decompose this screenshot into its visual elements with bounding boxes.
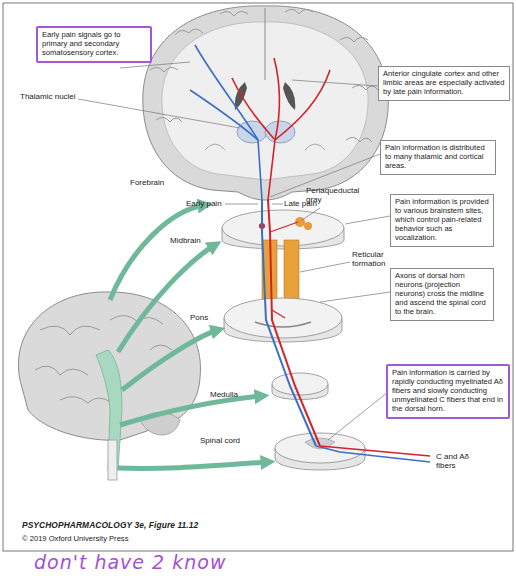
callout-box: Pain information is provided to various … — [390, 194, 494, 247]
figure-frame — [3, 3, 513, 551]
callout-text: Axons of dorsal horn neurons (projection… — [395, 272, 489, 317]
region-label: Midbrain — [170, 236, 201, 245]
level-arrows — [110, 205, 268, 468]
callout-box: Pain information is carried by rapidly c… — [386, 364, 510, 419]
leader-lines — [78, 62, 390, 440]
callout-box: Early pain signals go to primary and sec… — [36, 26, 152, 63]
fiber-label: C and Aδ fibers — [436, 452, 480, 470]
spinal-cord-section — [275, 433, 365, 470]
structure-label: Periaqueductal gray — [306, 186, 366, 204]
copyright-note: © 2019 Oxford University Press — [22, 535, 128, 544]
pons-section — [224, 298, 342, 342]
pathway-label: Early pain — [186, 199, 222, 208]
region-label: Forebrain — [130, 178, 164, 187]
structure-label: Reticular formation — [352, 250, 400, 268]
region-label: Spinal cord — [200, 436, 240, 445]
lateral-brain-view — [18, 292, 200, 480]
figure-credit: PSYCHOPHARMACOLOGY 3e, Figure 11.12 — [22, 521, 198, 531]
callout-text: Pain information is distributed to many … — [385, 144, 491, 171]
callout-text: Pain information is provided to various … — [395, 198, 489, 243]
handwritten-note: don't have 2 know — [34, 552, 226, 574]
midbrain-section — [222, 210, 344, 249]
callout-box: Anterior cingulate cortex and other limb… — [378, 66, 510, 101]
callout-box: Axons of dorsal horn neurons (projection… — [390, 268, 494, 321]
region-label: Medulla — [210, 390, 238, 399]
callout-text: Anterior cingulate cortex and other limb… — [383, 70, 505, 97]
callout-text: Early pain signals go to primary and sec… — [42, 31, 146, 58]
callout-box: Pain information is distributed to many … — [380, 140, 496, 175]
structure-label: Thalamic nuclei — [20, 92, 76, 101]
coronal-brain-section — [143, 6, 389, 200]
region-label: Pons — [190, 313, 208, 322]
callout-text: Pain information is carried by rapidly c… — [392, 369, 504, 414]
